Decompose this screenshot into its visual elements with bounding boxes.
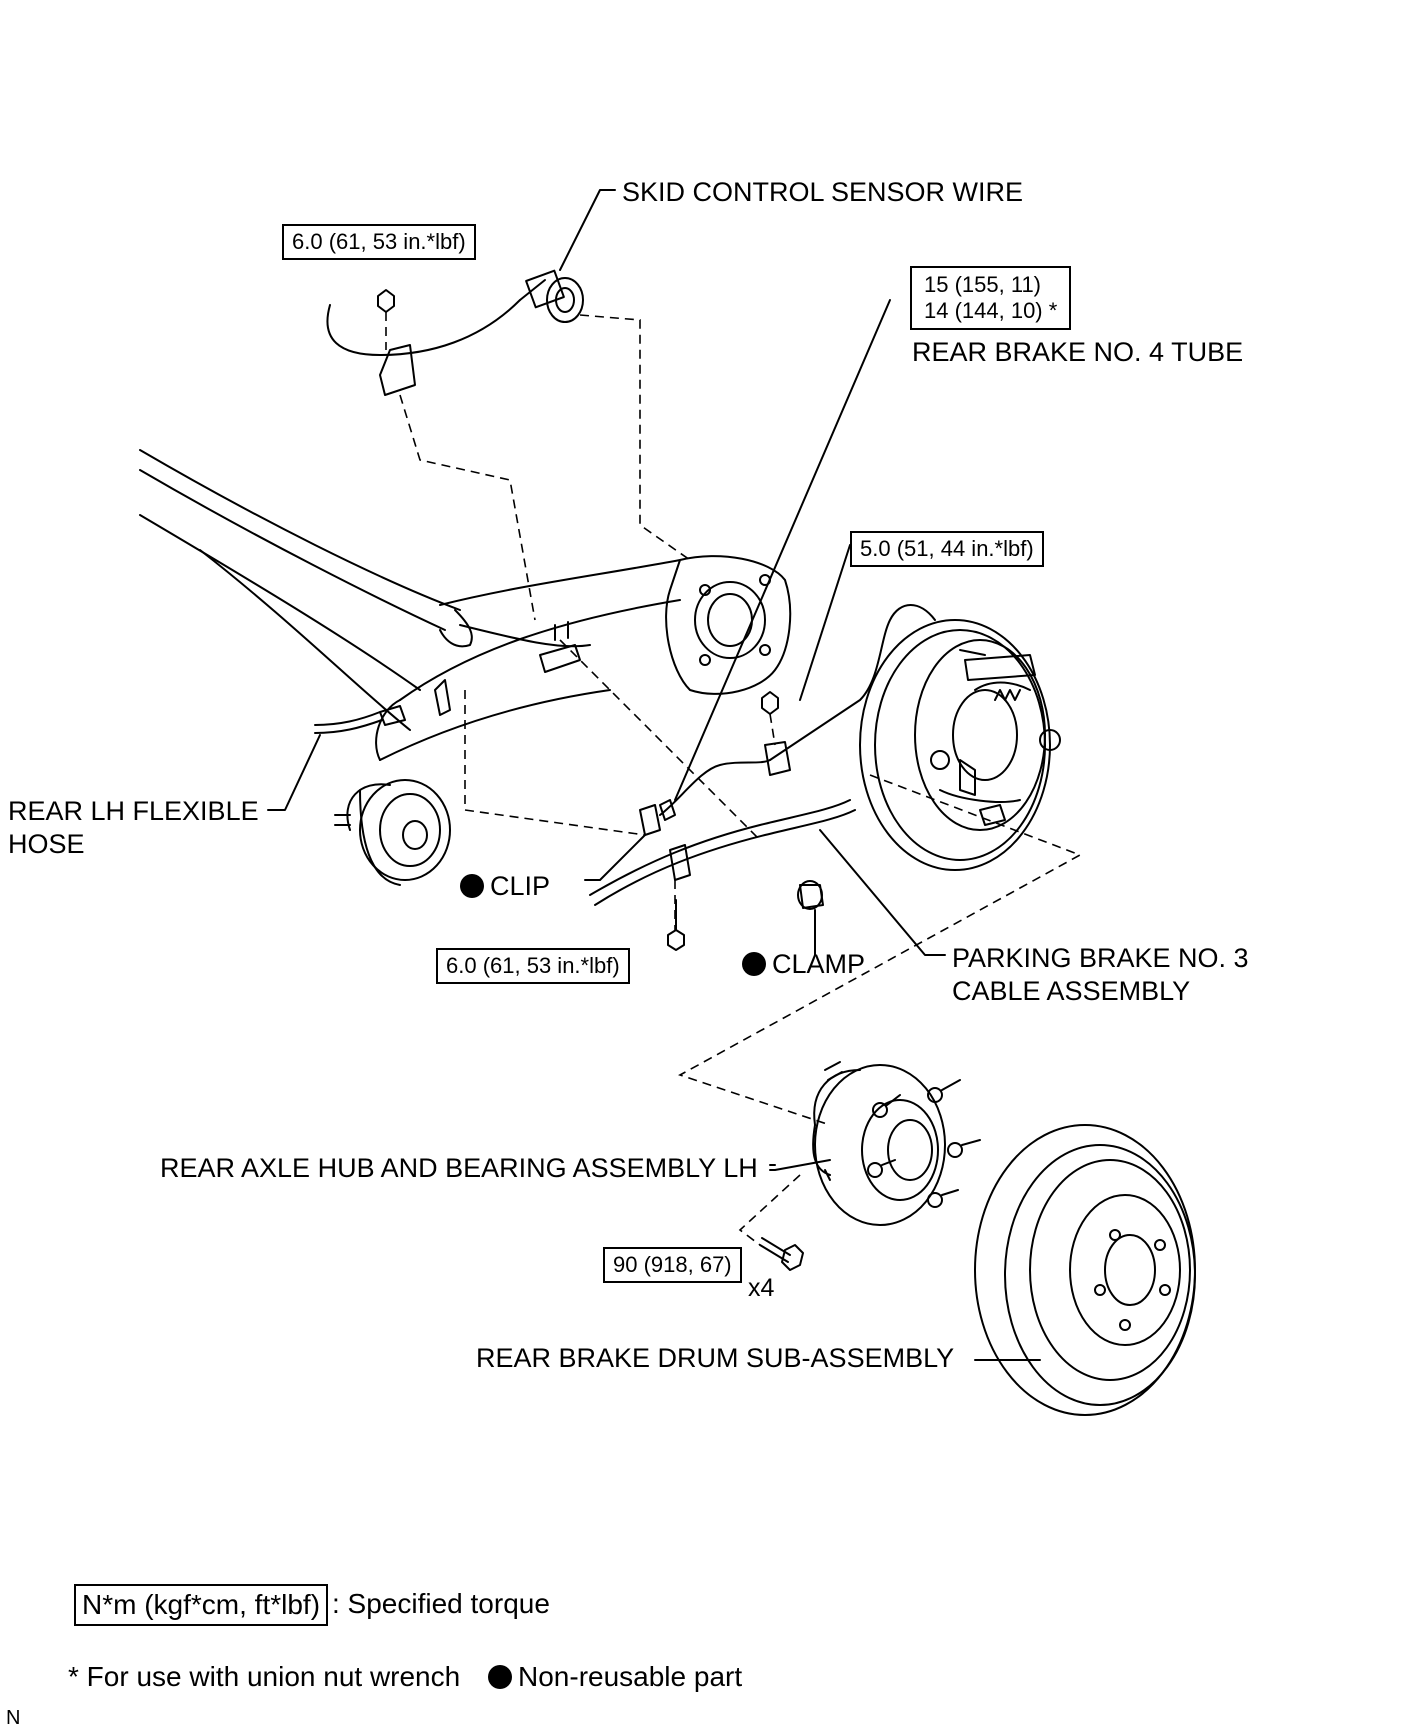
hub-bolt (759, 1237, 804, 1271)
label-rear-brake-drum: REAR BRAKE DRUM SUB-ASSEMBLY (476, 1343, 955, 1373)
legend-asterisk-note: * For use with union nut wrench (68, 1661, 461, 1692)
axle-beam (139, 449, 792, 886)
brake-tube (267, 299, 936, 821)
torque-brake-tube: 15 (155, 11) 14 (144, 10) * (910, 266, 1072, 330)
label-clip: CLIP (460, 870, 550, 903)
torque-tube-line1: 15 (155, 11) (924, 272, 1042, 297)
corner-mark: N (6, 1707, 21, 1729)
nonreusable-dot-icon (488, 1665, 512, 1689)
hub-bearing-assembly (769, 1061, 981, 1226)
label-parking-brake-cable-line2: CABLE ASSEMBLY (952, 976, 1191, 1006)
legend-torque-units: N*m (kgf*cm, ft*lbf) (74, 1584, 329, 1626)
torque-cable-bolt: 6.0 (61, 53 in.*lbf) (436, 948, 630, 984)
nonreusable-dot-icon (742, 952, 766, 976)
label-rear-axle-hub: REAR AXLE HUB AND BEARING ASSEMBLY LH (160, 1153, 758, 1183)
legend-nonreusable-text: Non-reusable part (518, 1661, 743, 1692)
clamp-part (797, 880, 824, 956)
torque-hub-bolt: 90 (918, 67) (603, 1247, 742, 1283)
legend-nonreusable: Non-reusable part (488, 1660, 742, 1693)
nonreusable-dot-icon (460, 874, 484, 898)
label-skid-control-sensor-wire: SKID CONTROL SENSOR WIRE (622, 177, 1024, 207)
label-x4: x4 (748, 1274, 775, 1302)
clip-part (584, 804, 661, 881)
torque-tube-line2: 14 (144, 10) * (924, 298, 1058, 323)
brake-drum (974, 1124, 1196, 1416)
brake-backing-plate (859, 619, 1061, 871)
label-rear-lh-flexible-hose-line2: HOSE (8, 829, 85, 859)
clip-text: CLIP (490, 871, 551, 901)
label-parking-brake-cable-line1: PARKING BRAKE NO. 3 (952, 943, 1249, 973)
label-rear-brake-no4-tube: REAR BRAKE NO. 4 TUBE (912, 337, 1244, 367)
clamp-text: CLAMP (772, 949, 866, 979)
skid-control-sensor-wire (326, 189, 616, 396)
legend-torque-desc: : Specified torque (332, 1588, 550, 1619)
label-clamp: CLAMP (742, 948, 865, 981)
parking-brake-cable (589, 799, 946, 956)
torque-sensor-bolt: 6.0 (61, 53 in.*lbf) (282, 224, 476, 260)
label-rear-lh-flexible-hose-line1: REAR LH FLEXIBLE (8, 796, 259, 826)
torque-hose-bracket-bolt: 5.0 (51, 44 in.*lbf) (850, 531, 1044, 567)
